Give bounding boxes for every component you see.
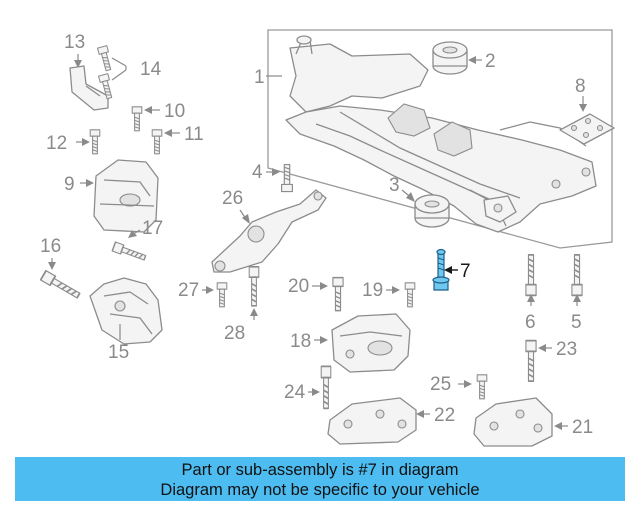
mount-18: 18 (290, 313, 411, 373)
bolt-6: 6 (525, 254, 537, 333)
callout-25: 25 (430, 374, 451, 395)
callout-15: 15 (108, 342, 129, 363)
bolt-12: 12 (46, 129, 101, 155)
callout-21: 21 (572, 417, 593, 438)
callout-19: 19 (362, 280, 383, 301)
bolts-14: 14 (97, 45, 162, 100)
bolt-23: 23 (525, 339, 577, 382)
plate-8: 8 (559, 76, 615, 145)
callout-22: 22 (434, 405, 455, 426)
bolt-17: 17 (111, 218, 163, 263)
bracket-21: 21 (473, 397, 593, 447)
bolt-24: 24 (284, 365, 332, 410)
bracket-22: 22 (327, 397, 455, 445)
callout-7: 7 (460, 261, 471, 282)
callout-9: 9 (64, 174, 75, 195)
callout-12: 12 (46, 133, 67, 154)
bolt-27: 27 (178, 280, 228, 308)
callout-26: 26 (222, 188, 243, 209)
callout-16: 16 (40, 236, 61, 257)
callout-8: 8 (575, 76, 586, 97)
callout-11: 11 (184, 124, 204, 145)
bushing-2 (432, 41, 468, 75)
callout-14: 14 (140, 59, 162, 80)
bolt-11: 11 (151, 124, 204, 155)
bolt-10: 10 (131, 101, 185, 132)
callout-2: 2 (485, 51, 496, 72)
bolt-16: 16 (39, 236, 82, 302)
callout-17: 17 (142, 218, 163, 239)
callout-28: 28 (224, 323, 245, 344)
arrow-3 (406, 192, 415, 202)
mount-15: 15 (89, 277, 163, 363)
callout-20: 20 (288, 276, 309, 297)
bolt-19: 19 (362, 280, 416, 308)
callout-23: 23 (556, 339, 577, 360)
callout-18: 18 (290, 331, 311, 352)
callout-5: 5 (571, 312, 582, 333)
callout-10: 10 (164, 101, 185, 122)
callout-1: 1 (254, 67, 265, 88)
bracket-13: 13 (64, 32, 109, 111)
callout-6: 6 (525, 312, 536, 333)
callout-24: 24 (284, 382, 306, 403)
arrow-2 (468, 56, 476, 64)
bolt-25: 25 (430, 374, 488, 400)
info-banner: Part or sub-assembly is #7 in diagram Di… (15, 457, 625, 501)
mount-9: 9 (64, 159, 159, 233)
bolt-7-highlighted[interactable]: 7 (432, 248, 471, 291)
torque-rod-26: 26 (211, 188, 327, 273)
callout-27: 27 (178, 280, 199, 301)
bolt-28: 28 (224, 265, 260, 344)
banner-line-2: Diagram may not be specific to your vehi… (160, 481, 480, 499)
subframe-part (285, 35, 597, 233)
callout-4: 4 (252, 162, 263, 183)
arrow-7 (444, 266, 452, 274)
bolt-5: 5 (571, 254, 583, 333)
bolt-20: 20 (288, 276, 344, 312)
callout-3: 3 (389, 175, 400, 196)
callout-13: 13 (64, 32, 85, 53)
bolt-4: 4 (252, 162, 293, 193)
banner-line-1: Part or sub-assembly is #7 in diagram (181, 461, 459, 479)
parts-diagram: 1 2 3 8 13 14 10 (39, 29, 615, 447)
subframe-group: 1 2 3 (254, 29, 613, 249)
bushing-3 (414, 194, 450, 228)
